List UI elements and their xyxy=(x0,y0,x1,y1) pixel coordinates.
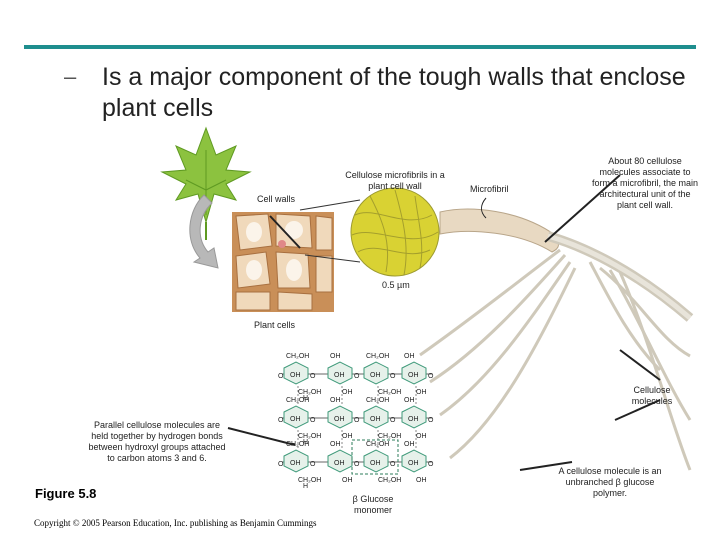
cellulose-molecules-pointer-2 xyxy=(614,399,661,421)
substituent-label: OH xyxy=(416,477,427,484)
cell-walls-label: Cell walls xyxy=(257,194,296,204)
glucose-monomer-label: β Glucose monomer xyxy=(352,494,394,515)
cellulose-fibres xyxy=(419,248,692,471)
substituent-label: OH xyxy=(330,397,341,404)
substituent-label: OH xyxy=(404,397,415,404)
substituent-label: OH xyxy=(416,433,427,440)
oxygen-label: O xyxy=(428,417,434,424)
hydrogen-label: H xyxy=(303,395,308,402)
microfibril-bracket xyxy=(481,197,487,219)
cellulose-molecules-label: Cellulose molecules xyxy=(631,385,673,406)
glucose-monomer-highlight xyxy=(351,439,399,475)
glucose-ring xyxy=(283,361,309,385)
zoom-arrow xyxy=(189,194,219,269)
about80-label: About 80 cellulose molecules associate t… xyxy=(591,156,699,210)
substituent-label: OH xyxy=(342,477,353,484)
substituent-label: CH₂OH xyxy=(366,397,389,404)
hydroxyl-label: OH xyxy=(334,416,345,423)
microfibril-label: Microfibril xyxy=(470,184,509,194)
substituent-label: OH xyxy=(342,433,353,440)
hydrogen-label: H xyxy=(303,483,308,490)
substituent-label: CH₂OH xyxy=(298,477,321,484)
hydroxyl-label: OH xyxy=(370,416,381,423)
substituent-label: CH₂OH xyxy=(366,441,389,448)
substituent-label: CH₂OH xyxy=(378,389,401,396)
microfibril-disc xyxy=(350,187,440,277)
chain-end-oxygen: O xyxy=(278,417,284,424)
oxygen-label: O xyxy=(428,461,434,468)
glucose-ring xyxy=(283,449,309,473)
hydroxyl-label: OH xyxy=(370,372,381,379)
unbranched-label: A cellulose molecule is an unbranched β … xyxy=(558,466,662,498)
hydroxyl-label: OH xyxy=(334,460,345,467)
oxygen-label: O xyxy=(428,373,434,380)
hydroxyl-label: OH xyxy=(370,460,381,467)
microfibril-rod xyxy=(439,208,694,322)
zoom-line-top xyxy=(299,199,361,211)
plant-cells-image xyxy=(232,212,334,312)
scale-label: 0.5 µm xyxy=(382,280,410,290)
oxygen-label: O xyxy=(390,373,396,380)
hydroxyl-label: OH xyxy=(290,460,301,467)
title-rule xyxy=(24,45,696,49)
substituent-label: CH₂OH xyxy=(286,397,309,404)
oxygen-label: O xyxy=(310,461,316,468)
glucose-ring xyxy=(363,449,389,473)
hydroxyl-label: OH xyxy=(408,416,419,423)
glucose-ring xyxy=(327,449,353,473)
copyright: Copyright © 2005 Pearson Education, Inc.… xyxy=(34,518,317,528)
oxygen-label: O xyxy=(310,417,316,424)
cellulose-molecules-pointer-1 xyxy=(619,349,661,381)
parallel-label: Parallel cellulose molecules are held to… xyxy=(88,420,226,463)
oxygen-label: O xyxy=(354,373,360,380)
oxygen-label: O xyxy=(354,417,360,424)
cell-walls-pointer xyxy=(269,215,301,249)
substituent-label: CH₂OH xyxy=(378,477,401,484)
glucose-ring xyxy=(401,361,427,385)
glucose-ring xyxy=(401,449,427,473)
hydroxyl-label: OH xyxy=(290,372,301,379)
hydroxyl-label: OH xyxy=(408,372,419,379)
glucose-ring xyxy=(327,405,353,429)
substituent-label: OH xyxy=(330,353,341,360)
oxygen-label: O xyxy=(354,461,360,468)
glucose-ring xyxy=(363,361,389,385)
substituent-label: OH xyxy=(404,353,415,360)
substituent-label: OH xyxy=(404,441,415,448)
microfibrils-label: Cellulose microfibrils in a plant cell w… xyxy=(345,170,445,191)
bullet-text: Is a major component of the tough walls … xyxy=(102,63,686,122)
hydroxyl-label: OH xyxy=(408,460,419,467)
chain-end-oxygen: O xyxy=(278,461,284,468)
plant-cells-label: Plant cells xyxy=(254,320,296,330)
substituent-label: CH₂OH xyxy=(286,441,309,448)
oxygen-label: O xyxy=(390,461,396,468)
hydroxyl-label: OH xyxy=(290,416,301,423)
zoom-line-bottom xyxy=(304,254,361,263)
substituent-label: OH xyxy=(330,441,341,448)
chain-end-oxygen: O xyxy=(278,373,284,380)
bullet-dash: – xyxy=(64,64,77,89)
glucose-ring xyxy=(283,405,309,429)
substituent-label: CH₂OH xyxy=(286,353,309,360)
substituent-label: CH₂OH xyxy=(366,353,389,360)
hydrogen-label: H xyxy=(303,439,308,446)
parallel-pointer xyxy=(227,427,296,446)
about80-pointer xyxy=(544,174,621,243)
glucose-ring xyxy=(327,361,353,385)
oxygen-label: O xyxy=(310,373,316,380)
leaf-illustration xyxy=(160,126,252,240)
substituent-label: OH xyxy=(342,389,353,396)
glucose-ring xyxy=(363,405,389,429)
substituent-label: CH₂OH xyxy=(298,433,321,440)
substituent-label: CH₂OH xyxy=(378,433,401,440)
glucose-ring xyxy=(401,405,427,429)
hydroxyl-label: OH xyxy=(334,372,345,379)
substituent-label: CH₂OH xyxy=(298,389,321,396)
figure-number: Figure 5.8 xyxy=(35,486,97,501)
oxygen-label: O xyxy=(390,417,396,424)
unbranched-pointer xyxy=(519,461,573,471)
substituent-label: OH xyxy=(416,389,427,396)
